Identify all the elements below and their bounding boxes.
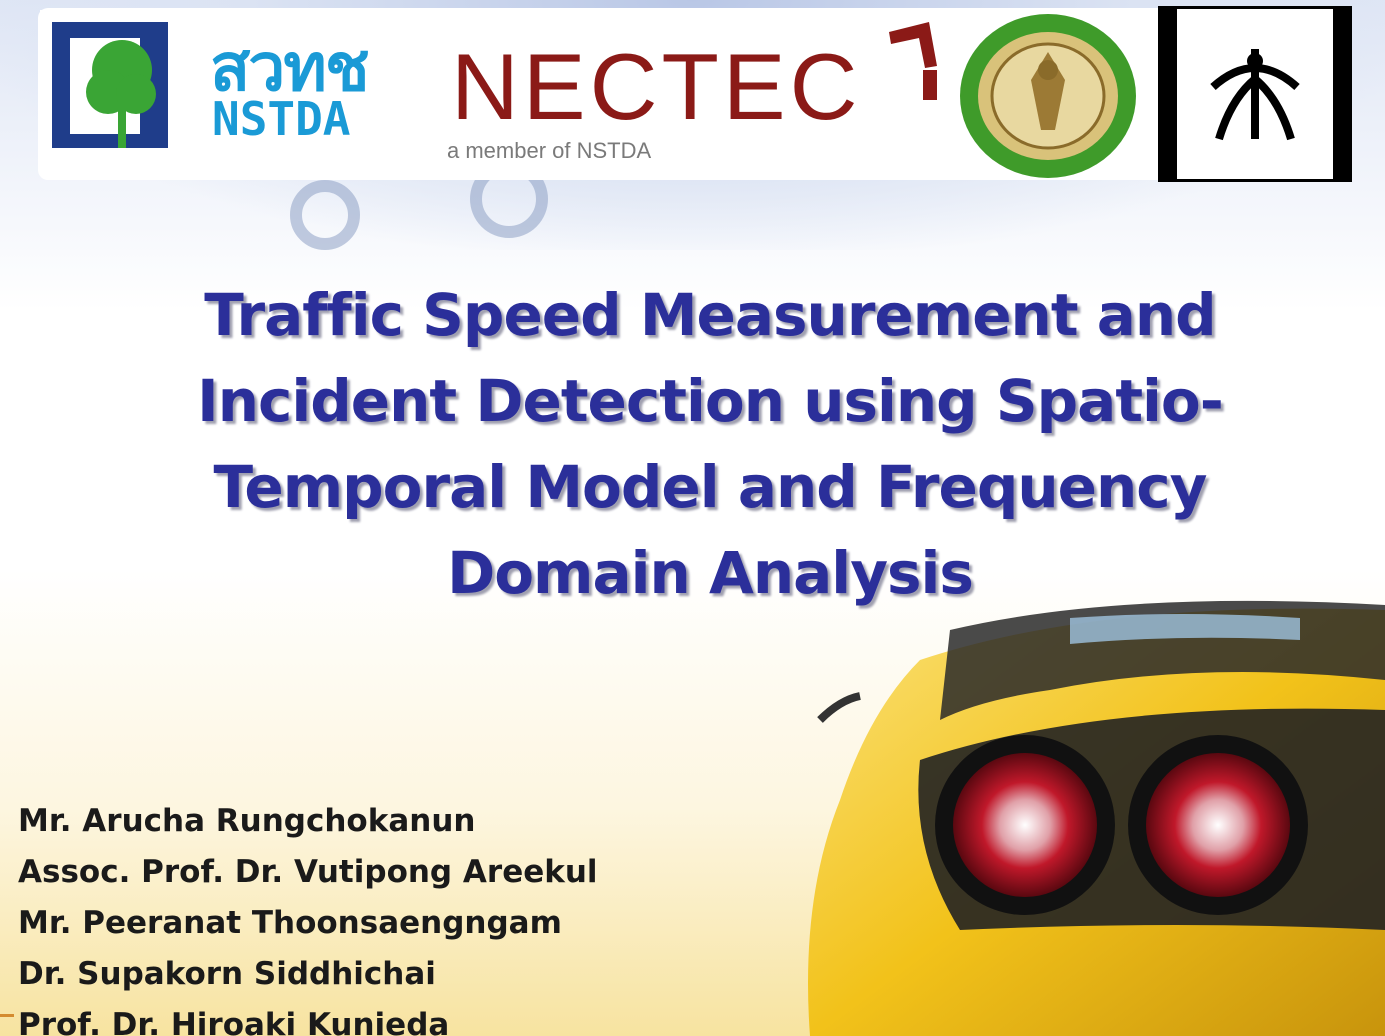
author-list: Mr. Arucha Rungchokanun Assoc. Prof. Dr.… — [18, 796, 718, 1036]
slide-title: Traffic Speed Measurement and Incident D… — [90, 272, 1330, 616]
author-name: Mr. Arucha Rungchokanun — [18, 803, 476, 839]
nstda-logo: สวทช NSTDA — [40, 10, 440, 160]
slide-edge-marker — [0, 1014, 14, 1017]
nectec-tagline: a member of NSTDA — [447, 138, 652, 163]
author-name: Dr. Supakorn Siddhichai — [18, 956, 436, 992]
sports-car-illustration — [808, 600, 1385, 1036]
seal-emblem-icon — [960, 14, 1136, 178]
decorative-ring-left — [290, 180, 360, 250]
university-seal-logo — [955, 10, 1141, 182]
author-name: Mr. Peeranat Thoonsaengngam — [18, 905, 562, 941]
tokyo-tech-logo — [1158, 6, 1352, 182]
title-line: Traffic Speed Measurement and — [204, 281, 1216, 349]
tokyo-tech-emblem-icon — [1161, 9, 1349, 179]
title-line: Temporal Model and Frequency — [213, 453, 1208, 521]
title-line: Domain Analysis — [447, 539, 974, 607]
nstda-english-wordmark: NSTDA — [212, 92, 351, 146]
nectec-wordmark: NECTEC — [451, 34, 862, 139]
author-name: Prof. Dr. Hiroaki Kunieda — [18, 1007, 450, 1036]
title-line: Incident Detection using Spatio- — [197, 367, 1224, 435]
nectec-arrow-icon — [889, 22, 937, 100]
nectec-logo: NECTEC a member of NSTDA — [445, 18, 945, 163]
nstda-thai-wordmark: สวทช — [210, 29, 370, 106]
tree-icon — [52, 22, 168, 148]
author-name: Assoc. Prof. Dr. Vutipong Areekul — [18, 854, 598, 890]
